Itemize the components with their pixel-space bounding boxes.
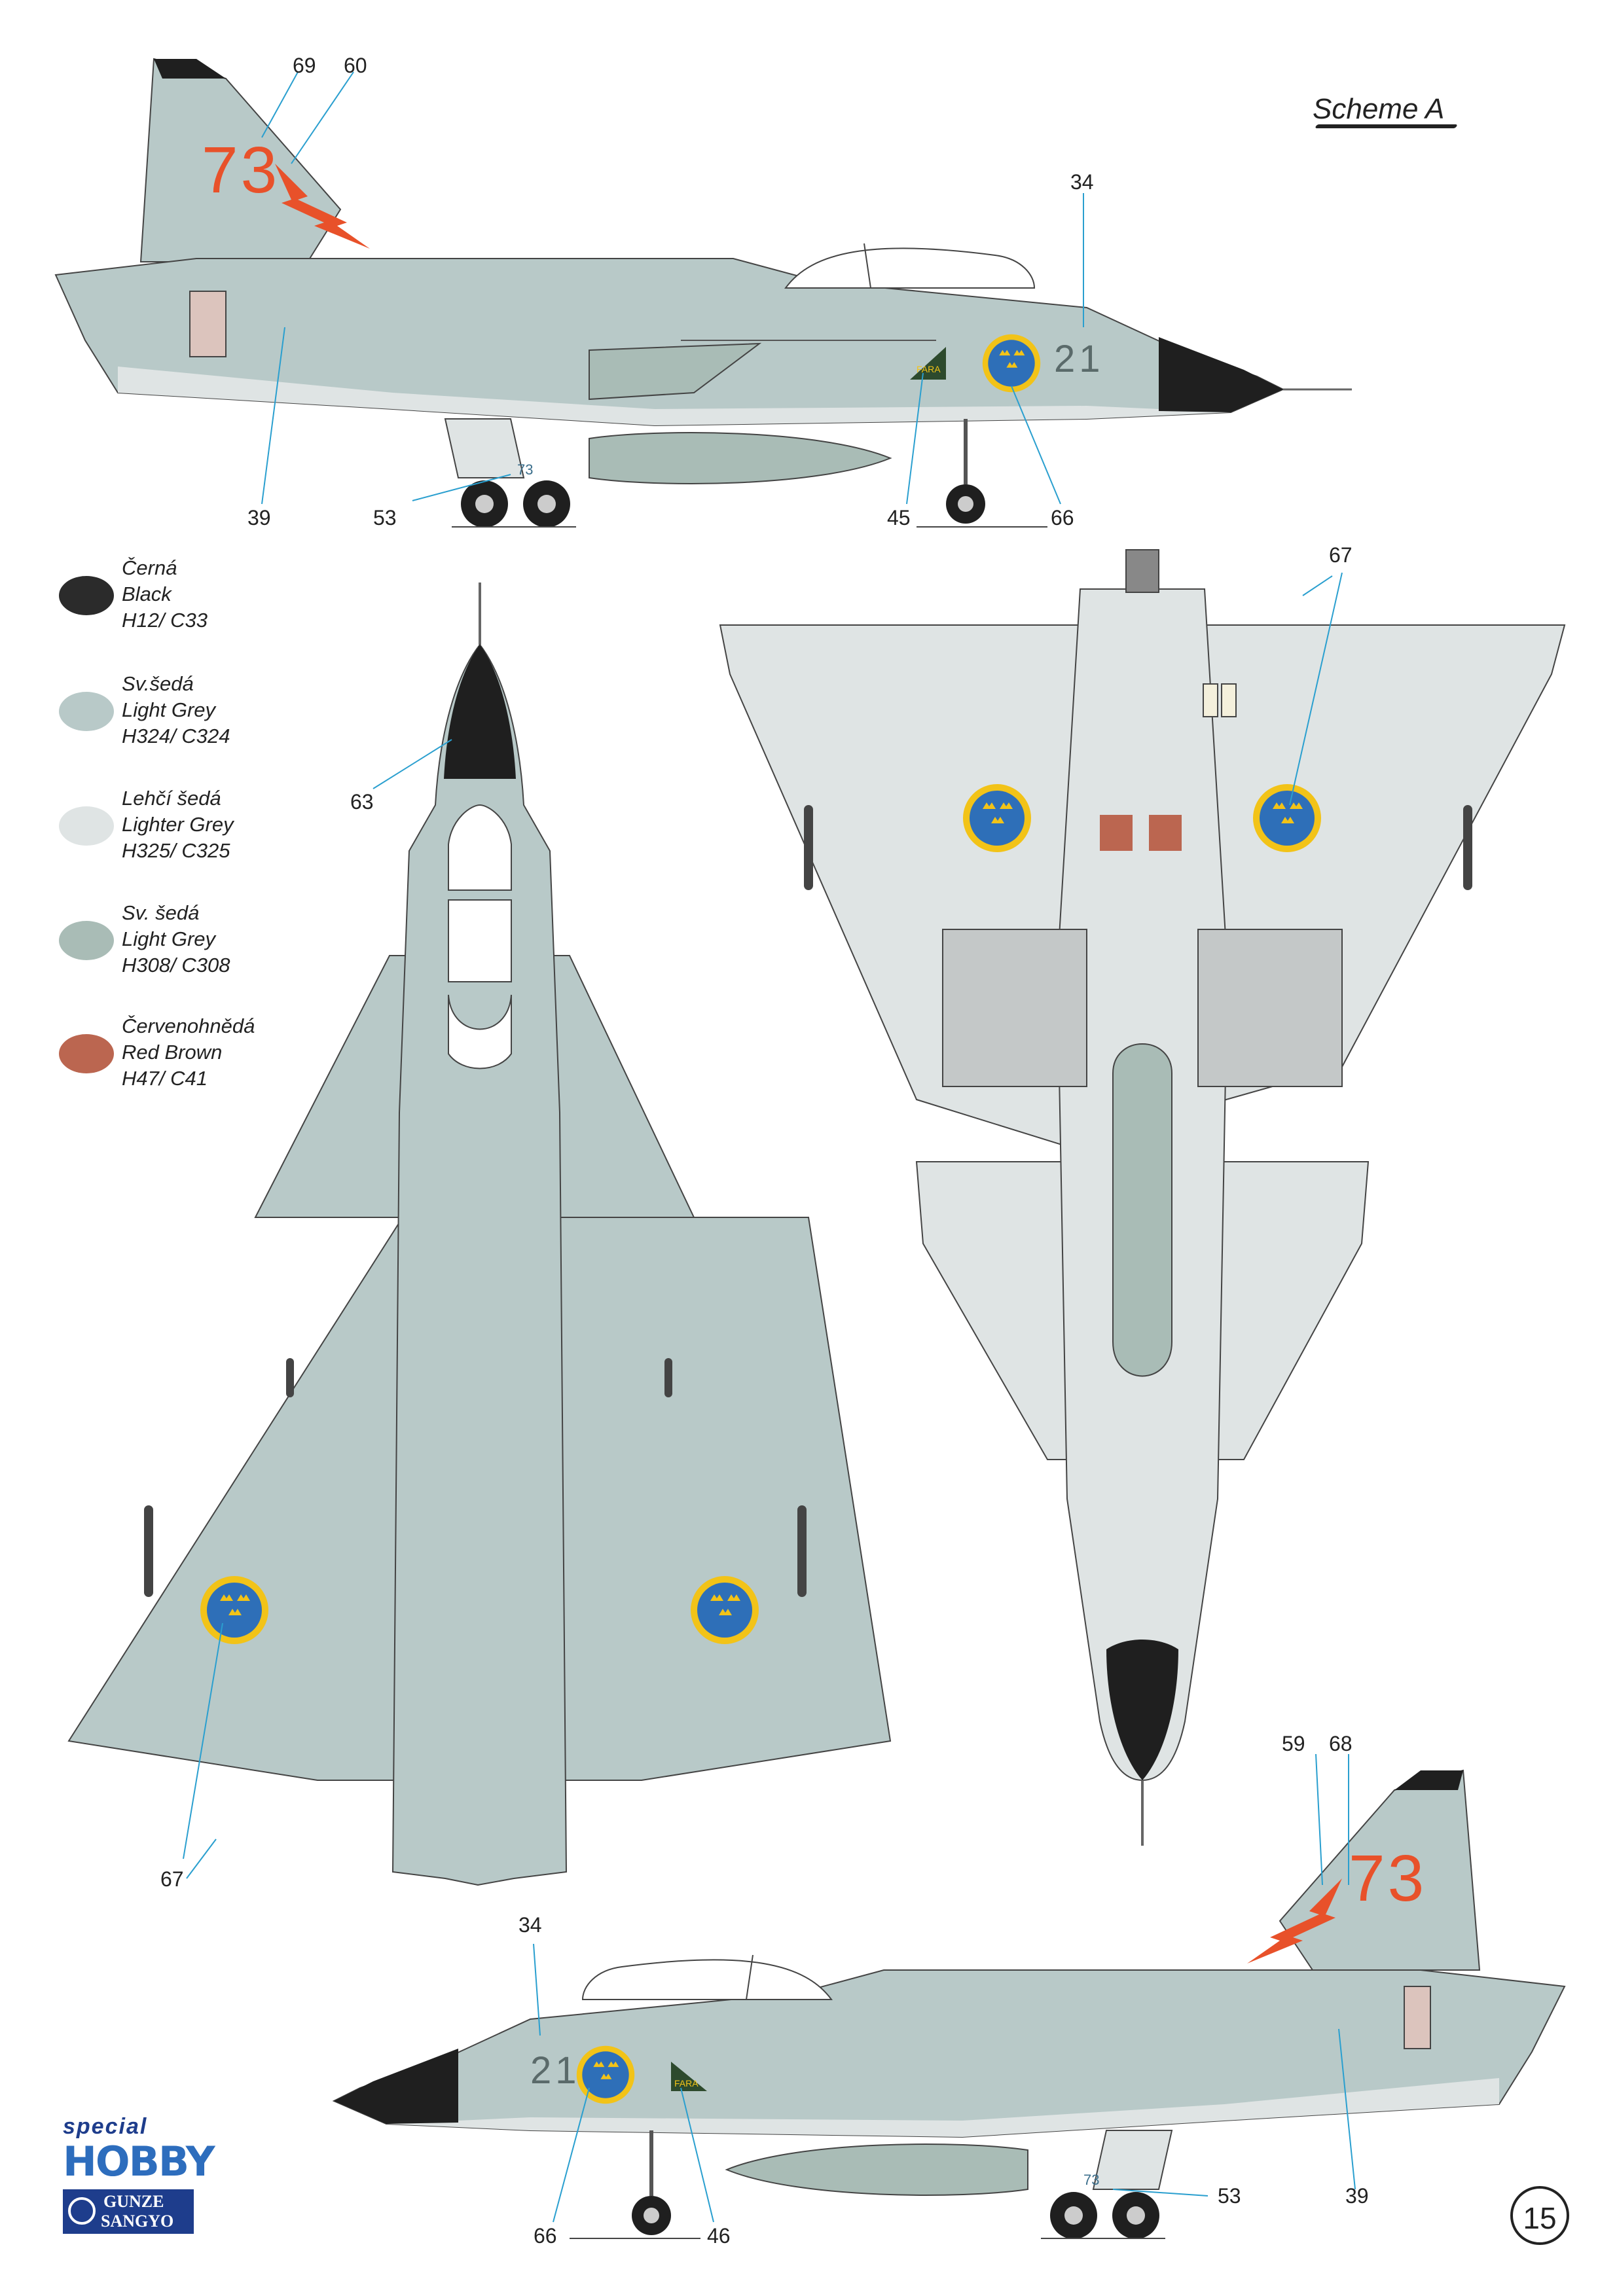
- drop-tank-bottom: [725, 2144, 1028, 2196]
- callout-53-bottom: 53: [1218, 2184, 1241, 2208]
- canopy-top: [784, 247, 1036, 289]
- nose-number-top: 21: [1054, 338, 1104, 380]
- callout-34-top: 34: [1070, 170, 1094, 194]
- tail-code-top: 73: [202, 134, 280, 207]
- callout-60: 60: [344, 54, 367, 77]
- legend-code: H308/ C308: [122, 954, 230, 977]
- lightning-bolt-top: [275, 164, 370, 249]
- callout-66-bottom: 66: [534, 2224, 557, 2248]
- callout-66-top: 66: [1051, 506, 1074, 529]
- scheme-title: Scheme A: [1313, 93, 1445, 125]
- legend-name-cz: Červenohnědá: [122, 1014, 255, 1037]
- scheme-title-underline: [1315, 124, 1458, 128]
- canopy-bottom: [581, 1959, 833, 2000]
- page-number: 15: [1510, 2186, 1569, 2245]
- logo-hobby-text: HOBBY: [63, 2138, 215, 2185]
- callout-69: 69: [293, 54, 316, 77]
- fuselage-bottom: [332, 1969, 1566, 2138]
- legend-name-en: Light Grey: [122, 927, 216, 950]
- legend-name-cz: Lehčí šedá: [122, 787, 221, 810]
- side-view-bottom: [332, 1753, 1566, 2239]
- swatch-red-brown: [59, 1034, 114, 1073]
- legend-code: H12/ C33: [122, 609, 208, 632]
- top-view: [67, 583, 892, 1886]
- legend-name-cz: Černá: [122, 556, 177, 579]
- canopy-top-view: [448, 804, 512, 891]
- legend-name-cz: Sv. šedá: [122, 901, 200, 924]
- legend-code: H325/ C325: [122, 839, 230, 862]
- nose-cone-top: [1159, 337, 1283, 412]
- callout-67-left: 67: [160, 1867, 184, 1891]
- side-view-top: [54, 58, 1352, 528]
- warning-label-top: FARA: [917, 364, 941, 374]
- lightning-bolt-bottom: [1247, 1878, 1342, 1964]
- callout-46: 46: [707, 2224, 731, 2248]
- legend-name-en: Red Brown: [122, 1041, 223, 1064]
- callout-67-right: 67: [1329, 543, 1353, 567]
- callout-68: 68: [1329, 1732, 1353, 1755]
- swatch-light-grey-324: [59, 692, 114, 731]
- legend-name-cz: Sv.šedá: [122, 672, 194, 695]
- callout-34-bottom: 34: [518, 1913, 542, 1937]
- legend-name-en: Black: [122, 583, 172, 605]
- gunze-sangyo-logo: GUNZE SANGYO: [63, 2189, 194, 2234]
- bottom-view: [719, 549, 1566, 1846]
- swatch-lighter-grey: [59, 806, 114, 846]
- nose-number-bottom: 21: [530, 2049, 581, 2092]
- legend-code: H324/ C324: [122, 725, 230, 747]
- gear-door-code-top: 73: [517, 461, 534, 478]
- callout-63: 63: [350, 790, 374, 814]
- callout-53-top: 53: [373, 506, 397, 529]
- swatch-black: [59, 576, 114, 615]
- warning-label-bottom: FARA: [674, 2078, 699, 2089]
- tail-code-bottom: 73: [1349, 1842, 1427, 1915]
- callout-39-top: 39: [247, 506, 271, 529]
- nose-cone-bottom: [334, 2049, 458, 2124]
- logo-sangyo-text: SANGYO: [101, 2212, 174, 2231]
- callout-59: 59: [1282, 1732, 1305, 1755]
- swatch-light-grey-308: [59, 921, 114, 960]
- legend-name-en: Lighter Grey: [122, 813, 234, 836]
- drop-tank-top: [589, 432, 892, 484]
- legend-code: H47/ C41: [122, 1067, 208, 1090]
- logo-gunze-text: GUNZE: [103, 2192, 164, 2211]
- gear-door-code-bottom: 73: [1083, 2172, 1100, 2188]
- callout-45: 45: [887, 506, 911, 529]
- gunze-emblem-icon: [68, 2197, 96, 2225]
- fuselage-top-view: [391, 643, 568, 1886]
- callout-39-bottom: 39: [1345, 2184, 1369, 2208]
- legend-name-en: Light Grey: [122, 698, 216, 721]
- special-hobby-logo: special HOBBY: [63, 2114, 215, 2185]
- drop-tank-bottom-view: [1112, 1043, 1172, 1377]
- logo-special-text: special: [63, 2114, 148, 2139]
